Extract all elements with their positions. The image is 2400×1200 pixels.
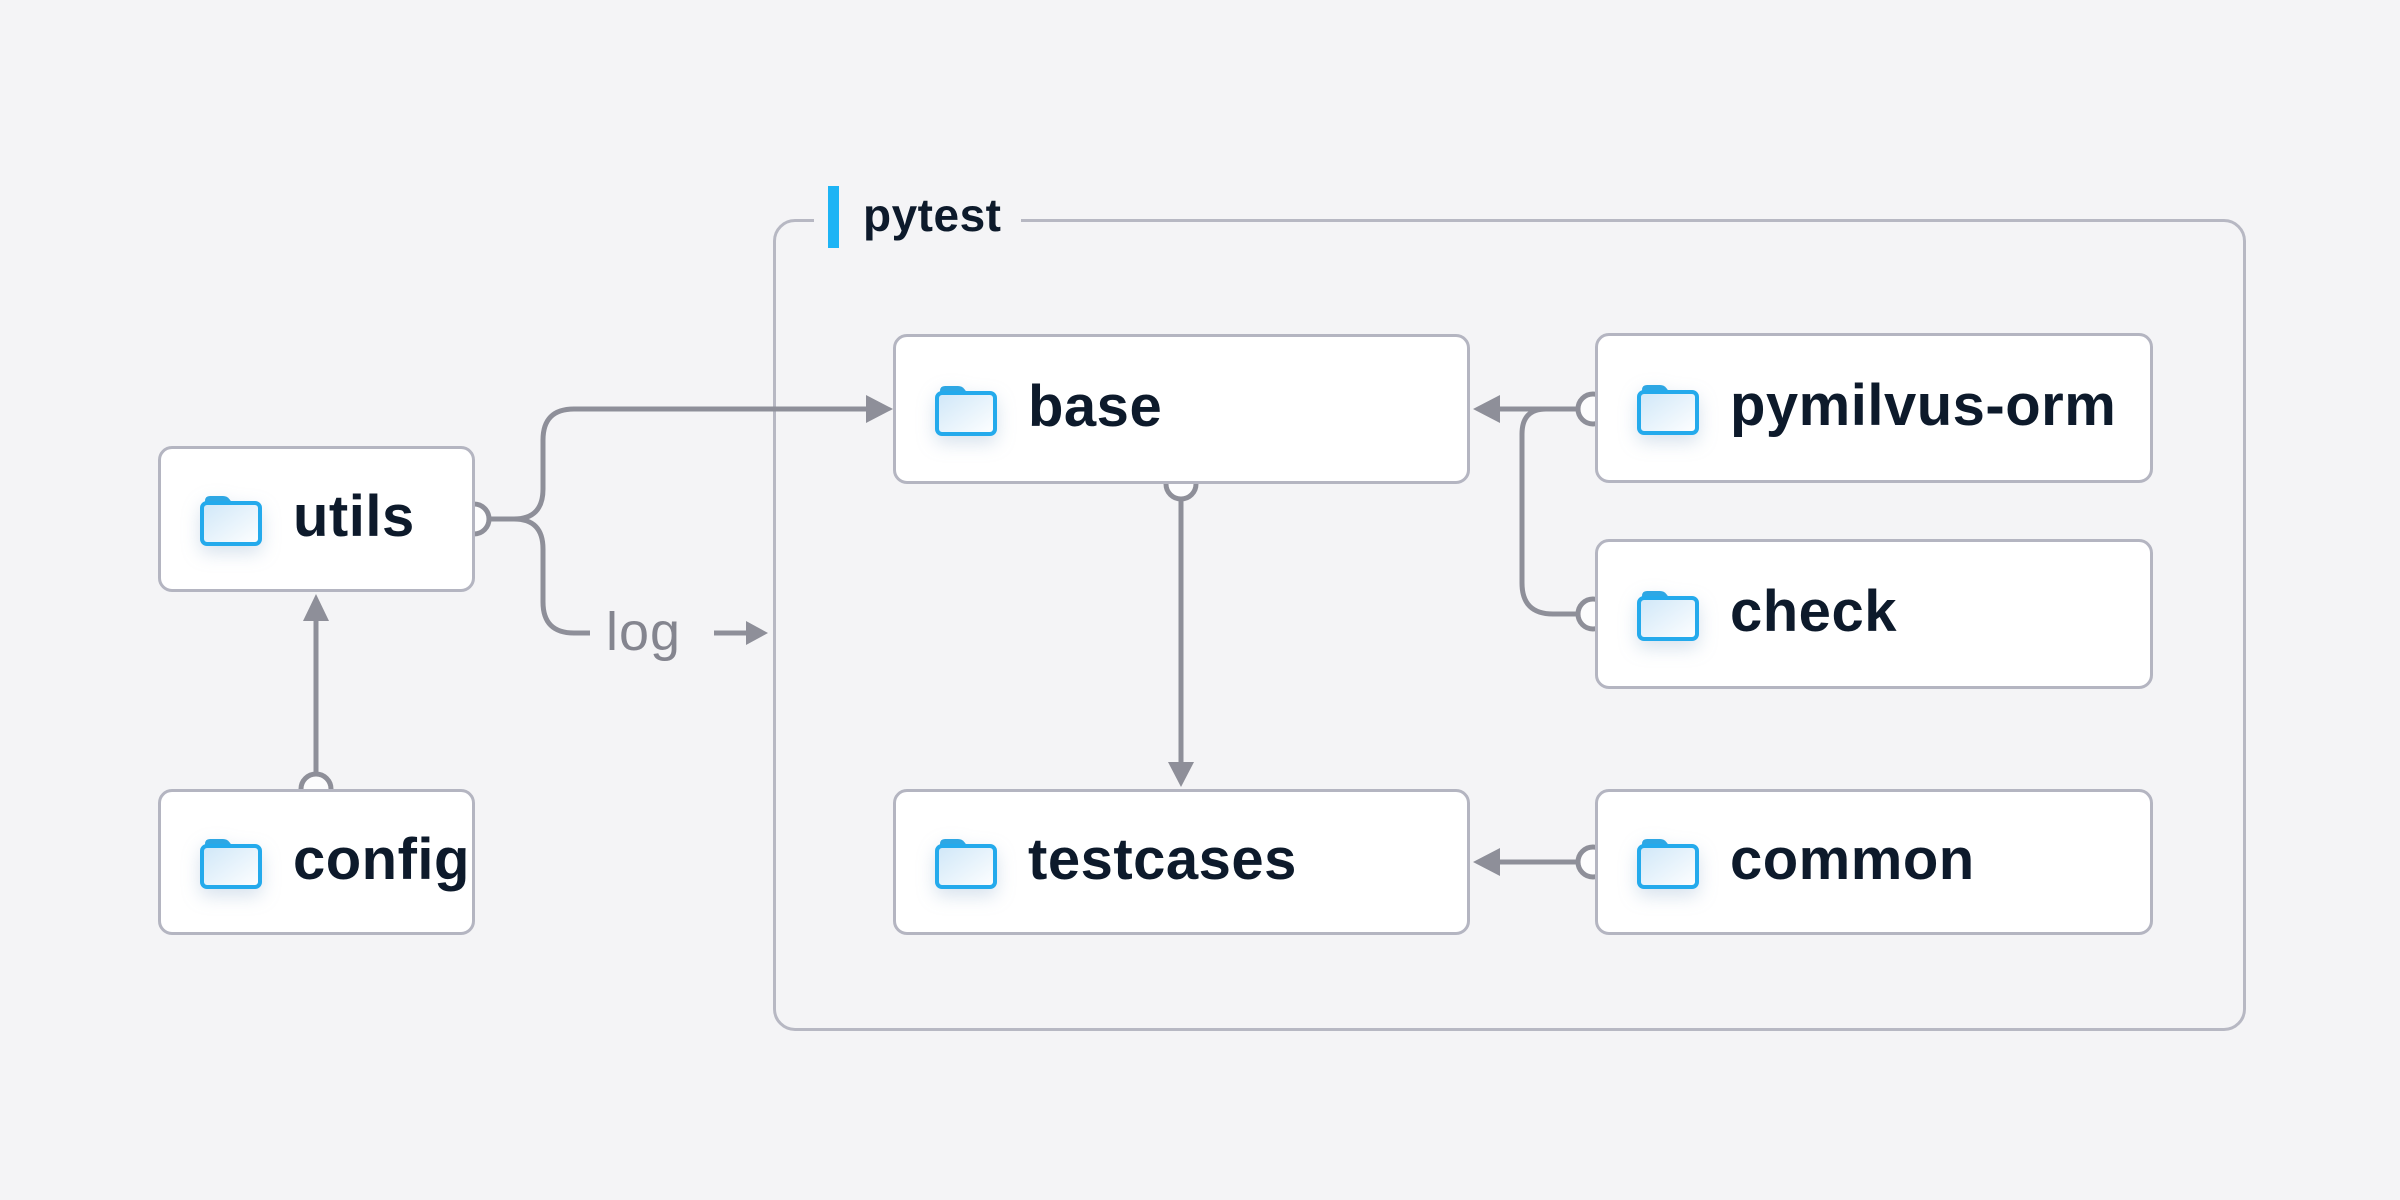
edge-common-testcases	[1473, 848, 1576, 876]
node-common: common	[1595, 789, 2153, 935]
node-testcases: testcases	[893, 789, 1470, 935]
folder-icon	[932, 381, 1000, 437]
edge-utils-base	[491, 395, 893, 522]
node-utils: utils	[158, 446, 475, 592]
node-check: check	[1595, 539, 2153, 689]
edge-utils-log	[513, 516, 768, 645]
node-label: testcases	[1028, 826, 1297, 892]
pytest-group-label-text: pytest	[863, 189, 1002, 241]
node-label: config	[293, 826, 470, 892]
node-label: common	[1730, 826, 1975, 892]
edge-config-utils	[303, 594, 329, 772]
folder-icon	[1634, 834, 1702, 890]
edge-label-log: log	[606, 602, 682, 662]
accent-bar-icon	[828, 186, 839, 248]
edge-base-testcases	[1168, 501, 1194, 787]
folder-icon	[1634, 380, 1702, 436]
pytest-group-box	[773, 219, 2246, 1031]
node-pymilvus-orm: pymilvus-orm	[1595, 333, 2153, 483]
node-label: check	[1730, 578, 1897, 644]
pytest-group-label: pytest	[814, 184, 1022, 250]
folder-icon	[932, 834, 1000, 890]
folder-icon	[1634, 586, 1702, 642]
node-label: base	[1028, 373, 1163, 439]
node-label: utils	[293, 483, 415, 549]
node-base: base	[893, 334, 1470, 484]
folder-icon	[197, 834, 265, 890]
folder-icon	[197, 491, 265, 547]
edge-pymilvus-check-base	[1473, 395, 1576, 617]
node-config: config	[158, 789, 475, 935]
node-label: pymilvus-orm	[1730, 372, 2117, 438]
